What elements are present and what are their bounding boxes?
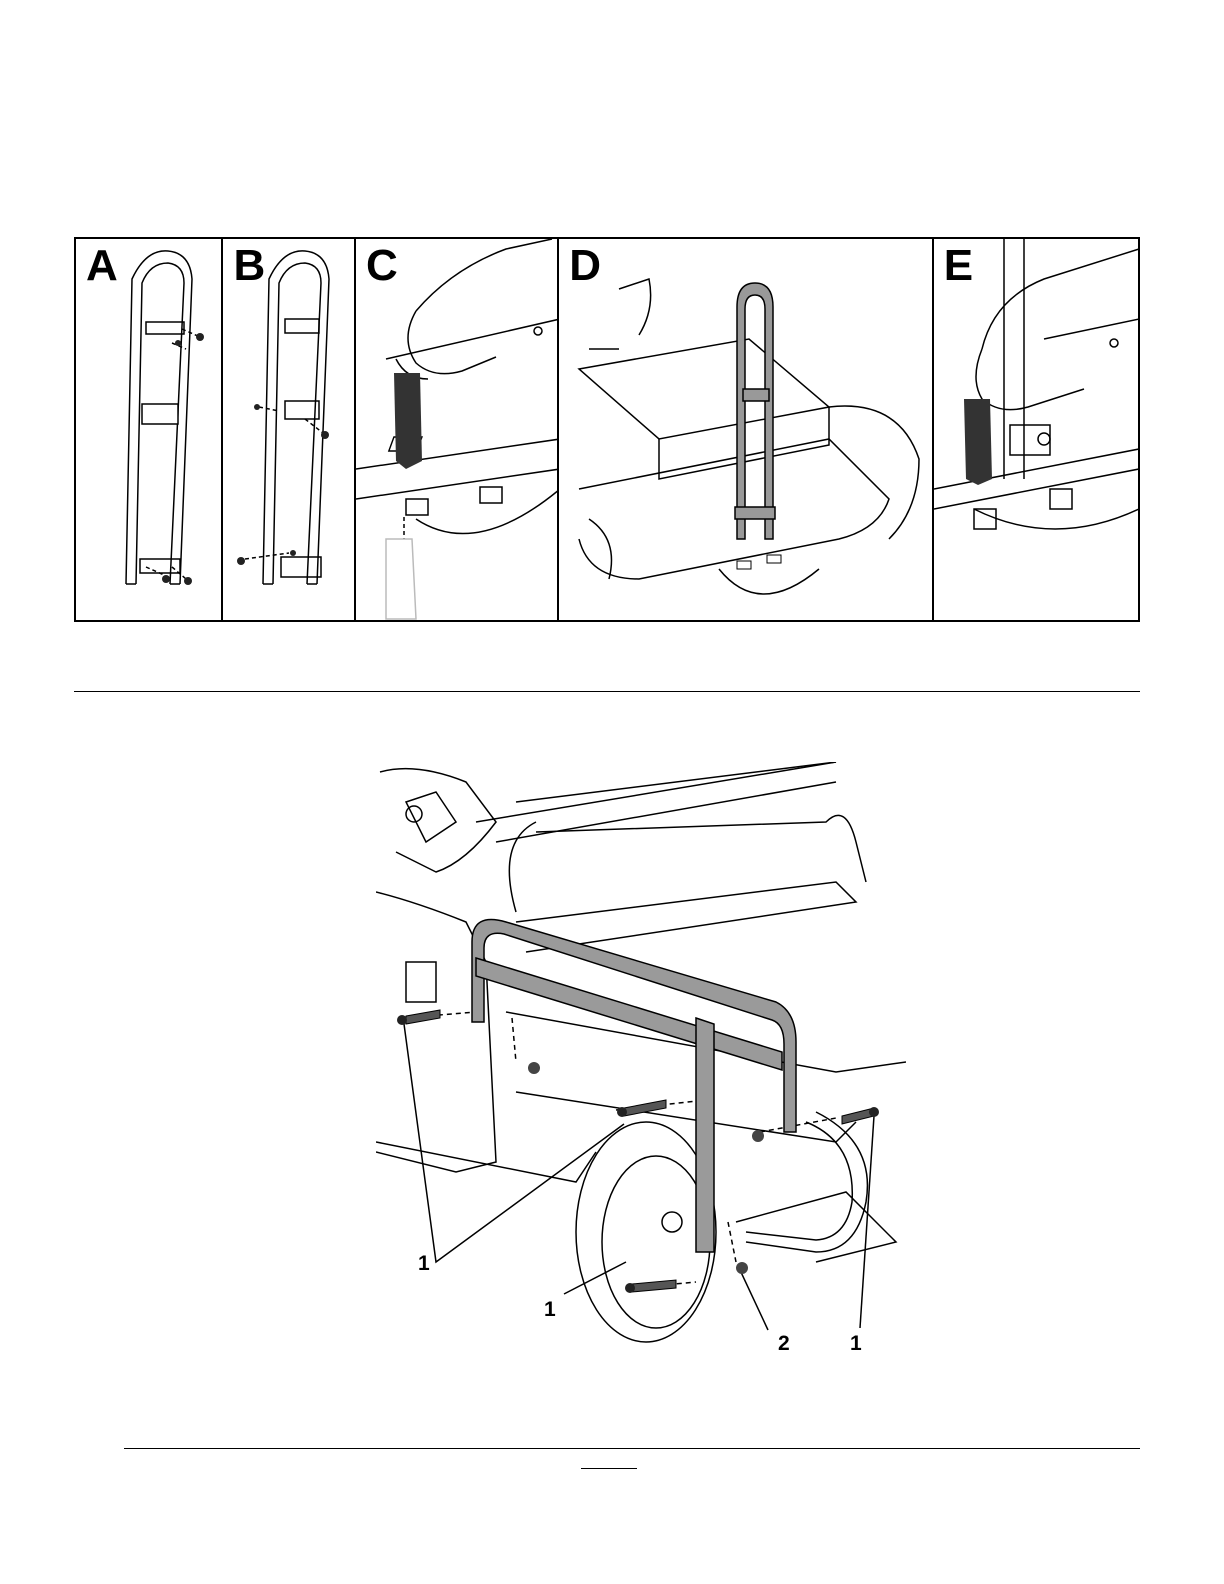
latch-locked-illustration [934, 239, 1138, 620]
installation-steps-figure: A [74, 237, 1140, 622]
callout-nut: 2 [778, 1332, 790, 1356]
step-panel-d: D [559, 239, 934, 620]
callout-bolt: 1 [418, 1252, 430, 1276]
loop-handle-illustration [76, 239, 223, 620]
section-divider [74, 691, 1140, 692]
callout-bolt: 1 [850, 1332, 862, 1356]
loop-handle-illustration [223, 239, 356, 620]
footer-divider [124, 1448, 1140, 1449]
step-panel-c: C [356, 239, 559, 620]
handle-assembly-illustration [376, 762, 906, 1362]
step-panel-b: B [223, 239, 356, 620]
step-panel-a: A [76, 239, 223, 620]
page-number [581, 1468, 637, 1469]
handle-on-cart-illustration [559, 239, 934, 620]
handle-assembly-figure: 1 1 2 1 [376, 762, 906, 1362]
latch-insert-illustration [356, 239, 559, 620]
step-panel-e: E [934, 239, 1138, 620]
callout-bolt: 1 [544, 1298, 556, 1322]
